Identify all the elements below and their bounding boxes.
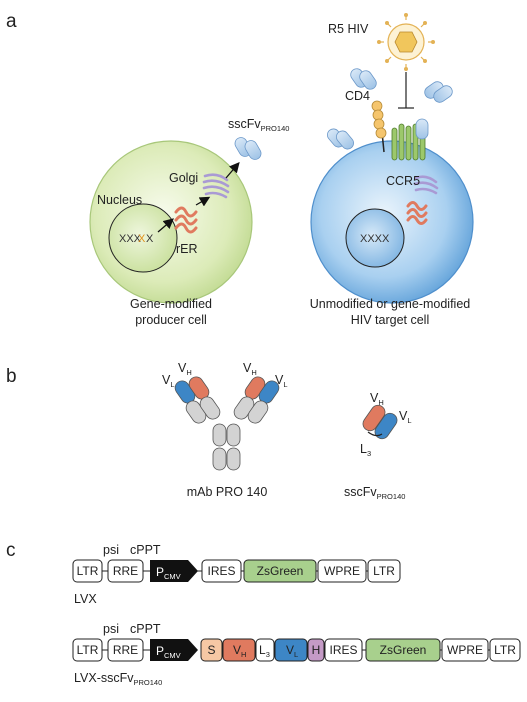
mab-vh-left-label: VH xyxy=(178,361,192,377)
svg-text:IRES: IRES xyxy=(207,564,235,578)
sscfv-caption-b: sscFvPRO140 xyxy=(344,485,405,501)
golgi-to-secretion-arrow xyxy=(225,162,240,179)
target-rer-icon xyxy=(406,201,428,225)
nucleus-label: Nucleus xyxy=(97,193,142,207)
rer-to-golgi-arrow xyxy=(195,196,211,207)
lvx2-vh-label: VH xyxy=(233,643,246,659)
svg-text:X: X xyxy=(146,233,154,245)
panel-label-a: a xyxy=(6,11,17,32)
lvx2-l3-label: L3 xyxy=(259,643,270,659)
lvx2-promoter-label: PCMV xyxy=(156,644,181,660)
svg-text:ZsGreen: ZsGreen xyxy=(380,643,427,657)
inhibition-symbol xyxy=(398,72,414,109)
lvx2-rre-box xyxy=(107,638,144,662)
svg-text:X: X xyxy=(138,233,146,245)
lvx2-wpre-box xyxy=(441,638,489,662)
rer-icon xyxy=(174,206,198,234)
svg-text:RRE: RRE xyxy=(113,643,138,657)
target-caption-line2: HIV target cell xyxy=(351,313,430,327)
hiv-label: R5 HIV xyxy=(328,22,369,36)
svg-text:WPRE: WPRE xyxy=(447,643,483,657)
hiv-virion-icon xyxy=(377,13,435,71)
lvx-sscfv-construct: psi cPPT LTR RRE PCMV S VH L3 VL H IRES … xyxy=(72,622,521,687)
sscfv-label-a: sscFvPRO140 xyxy=(228,117,289,133)
svg-text:LTR: LTR xyxy=(373,564,395,578)
lvx2-ltr-3-box xyxy=(489,638,521,662)
svg-text:XXX: XXX xyxy=(119,233,142,245)
lvx2-vl-box xyxy=(274,638,308,662)
lvx-construct: psi cPPT LTR RRE PCMV IRES ZsGreen WPRE … xyxy=(72,543,401,606)
lvx2-promoter-arrow xyxy=(150,639,198,661)
lvx-ires-box xyxy=(201,559,242,583)
target-caption-line1: Unmodified or gene-modified xyxy=(310,297,471,311)
lvx-promoter-label: PCMV xyxy=(156,565,181,581)
lvx2-vh-box xyxy=(222,638,256,662)
lvx-cppt-label: cPPT xyxy=(130,543,161,557)
lvx2-psi-label: psi xyxy=(103,622,119,636)
mab-caption: mAb PRO 140 xyxy=(187,485,268,499)
lvx-wpre-box xyxy=(317,559,367,583)
svg-text:LTR: LTR xyxy=(77,643,99,657)
svg-text:H: H xyxy=(312,643,321,657)
producer-caption-line2: producer cell xyxy=(135,313,207,327)
svg-text:LTR: LTR xyxy=(77,564,99,578)
cd4-receptor-icon xyxy=(371,100,387,153)
mab-vl-right-label: VL xyxy=(275,373,288,389)
panel-label-c: c xyxy=(6,540,16,561)
svg-text:LTR: LTR xyxy=(494,643,516,657)
cd4-label: CD4 xyxy=(345,89,370,103)
lvx2-hinge-box xyxy=(307,638,325,662)
target-nucleus xyxy=(345,208,405,268)
panel-label-b: b xyxy=(6,366,17,387)
golgi-icon xyxy=(202,173,230,199)
lvx2-cppt-label: cPPT xyxy=(130,622,161,636)
rer-label: rER xyxy=(176,242,198,256)
ccr5-receptor-icon xyxy=(391,123,426,161)
bound-sscfv-icon xyxy=(415,118,429,140)
producer-dna: XXX X X xyxy=(119,233,154,245)
lvx-promoter-arrow xyxy=(150,560,198,582)
mab-antibody-icon xyxy=(174,376,280,471)
lvx-psi-label: psi xyxy=(103,543,119,557)
svg-text:S: S xyxy=(207,643,215,657)
free-sscfv-icons xyxy=(327,68,453,150)
sscfv-molecule-icon xyxy=(362,404,398,440)
secreted-sscfv-icon xyxy=(234,137,262,160)
mab-vh-right-label: VH xyxy=(243,361,257,377)
nucleus-to-rer-arrow xyxy=(157,218,174,233)
producer-nucleus xyxy=(108,203,178,273)
svg-text:RRE: RRE xyxy=(113,564,138,578)
svg-text:WPRE: WPRE xyxy=(324,564,360,578)
sscfv-vh-label: VH xyxy=(370,391,384,407)
target-golgi-icon xyxy=(413,175,439,195)
lvx2-ltr-5-box xyxy=(72,638,103,662)
lvx-ltr-5-box xyxy=(72,559,103,583)
lvx-name-label: LVX xyxy=(74,592,97,606)
sscfv-vl-label: VL xyxy=(399,409,412,425)
producer-cell xyxy=(89,140,253,304)
svg-text:ZsGreen: ZsGreen xyxy=(257,564,304,578)
target-dna: XXXX xyxy=(360,233,390,245)
lvx2-linker-box xyxy=(255,638,275,662)
svg-text:IRES: IRES xyxy=(329,643,357,657)
sscfv-l3-label: L3 xyxy=(360,442,371,458)
mab-vl-left-label: VL xyxy=(162,373,175,389)
lvx-zsgreen-box xyxy=(243,559,317,583)
target-cell xyxy=(310,140,474,304)
lvx-rre-box xyxy=(107,559,144,583)
lvx2-vl-label: VL xyxy=(286,643,298,659)
golgi-label: Golgi xyxy=(169,171,198,185)
producer-caption-line1: Gene-modified xyxy=(130,297,212,311)
lvx-ltr-3-box xyxy=(367,559,401,583)
lvx2-ires-box xyxy=(324,638,363,662)
lvx2-signal-box xyxy=(200,638,223,662)
lvx2-zsgreen-box xyxy=(365,638,441,662)
ccr5-label: CCR5 xyxy=(386,174,420,188)
lvx2-name-label: LVX-sscFvPRO140 xyxy=(74,671,162,687)
